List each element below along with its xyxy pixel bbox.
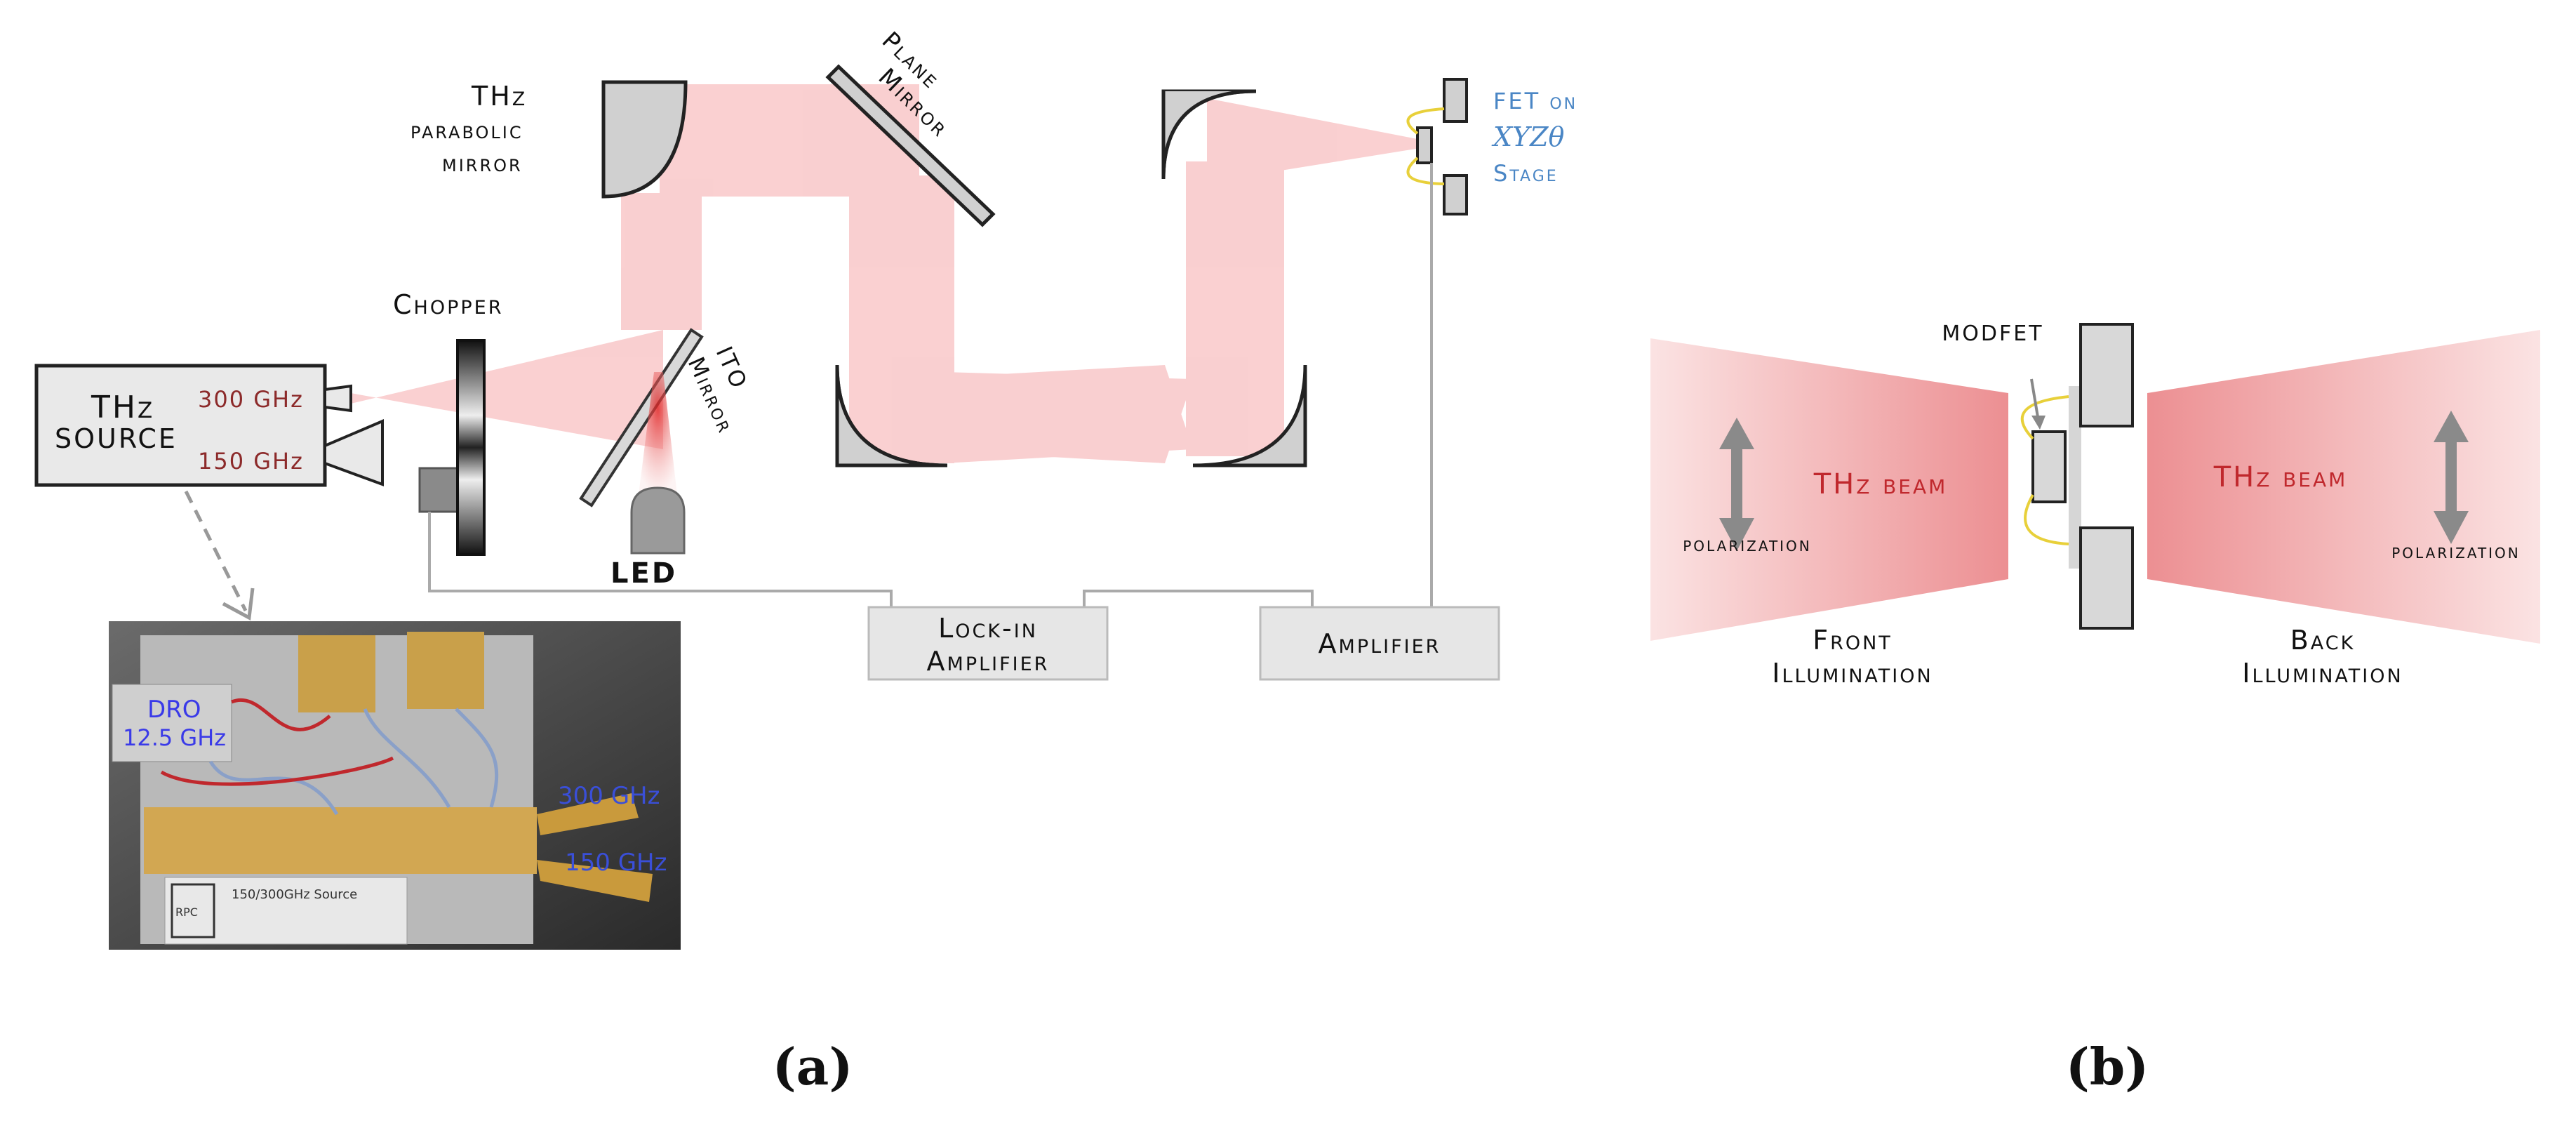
parabolic-mirror-top-left: THz parabolic mirror (411, 80, 688, 199)
horn-150 (323, 418, 384, 486)
fet-label-1: FET on (1493, 88, 1577, 114)
parabolic-label-1: THz (471, 81, 527, 112)
panel-a: THz SOURCE 300 GHz 150 GHz DRO 12.5 GHz … (34, 27, 1577, 1096)
beam-source-to-ito (351, 330, 663, 449)
lockin-label-1: Lock-in (938, 613, 1038, 644)
polarization-label-right: polarization (2391, 540, 2521, 563)
amplifier-label: Amplifier (1319, 628, 1441, 659)
parabolic-mirror-bottom-right (1192, 364, 1307, 467)
led-body (630, 486, 686, 555)
photo-pointer-arrow (184, 490, 255, 621)
back-pad-top (2079, 323, 2134, 427)
polarization-label-left: polarization (1683, 533, 1812, 556)
led-label: LED (610, 557, 677, 590)
photo-gold-block-1 (298, 635, 375, 712)
freq-300-label: 300 GHz (198, 386, 304, 413)
modfet-wire-bottom (2024, 494, 2069, 545)
beam-back (2147, 330, 2540, 644)
beam-label-front: THz beam (1813, 468, 1948, 500)
chopper-label: Chopper (393, 289, 503, 320)
photo-horn-300 (537, 793, 639, 835)
fet-stage-block-top (1443, 78, 1468, 123)
amplifier: Amplifier (1259, 606, 1500, 681)
photo-gold-multiplier (144, 807, 537, 874)
photo-300-label: 300 GHz (558, 782, 660, 810)
polarization-arrow-right (2434, 411, 2469, 544)
photo-dro-module (112, 684, 232, 762)
back-pad-bottom (2079, 526, 2134, 630)
fet-wire-bottom (1406, 157, 1445, 185)
photo-cables (160, 698, 499, 816)
photo-logo-box (171, 883, 215, 938)
photo-nameplate (164, 877, 408, 945)
fet-chip (1416, 126, 1433, 164)
beam-cross-2 (912, 372, 1193, 463)
freq-150-label: 150 GHz (198, 448, 304, 475)
beam-to-fet (1207, 98, 1424, 183)
parabolic-mirror-top-right (1161, 89, 1257, 180)
chopper: Chopper (393, 289, 503, 556)
photo-logo: RPC (175, 905, 198, 919)
source-sub: SOURCE (55, 423, 178, 454)
source-title: THz (91, 390, 154, 425)
modfet-chip (2031, 430, 2067, 503)
photo-plate-title: 150/300GHz Source (232, 887, 357, 902)
parabolic-label-3: mirror (442, 150, 523, 178)
front-illumination-2: Illumination (1772, 658, 1933, 689)
led: LED (610, 372, 686, 590)
lockin-label-2: Amplifier (927, 646, 1050, 677)
horn-300 (323, 384, 352, 413)
led-glow (639, 372, 677, 495)
modfet-pointer (2030, 378, 2046, 430)
fet-wire-top (1406, 107, 1445, 135)
fet-stage: FET on XYZθ Stage (1406, 78, 1577, 215)
caption-b: (b) (2066, 1037, 2149, 1096)
thz-source: THz SOURCE 300 GHz 150 GHz (34, 364, 384, 487)
back-illumination-1: Back (2290, 625, 2356, 656)
beam-ito-to-parabolic (621, 193, 702, 330)
lockin-amplifier: Lock-in Amplifier (867, 606, 1109, 681)
chopper-blade (456, 339, 486, 556)
signal-wiring (428, 163, 1433, 607)
photo-dro-freq: 12.5 GHz (123, 724, 226, 751)
back-illumination-2: Illumination (2242, 658, 2403, 689)
fet-stage-block-bottom (1443, 174, 1468, 215)
beam-parabolic-to-plane (660, 84, 919, 197)
modfet-wire-top (2020, 395, 2069, 440)
fet-label-2: XYZθ (1491, 121, 1565, 152)
photo-horn-150 (537, 860, 653, 902)
photo-gold-block-2 (407, 632, 484, 709)
source-hardware-photo: DRO 12.5 GHz 300 GHz 150 GHz RPC 150/300… (109, 621, 681, 950)
parabolic-label-2: parabolic (411, 117, 523, 145)
beam-front (1650, 338, 2008, 641)
panel-b: MODFET THz beam THz beam polarization po… (1650, 321, 2540, 1096)
photo-dro-label: DRO (147, 696, 201, 724)
fet-label-3: Stage (1493, 160, 1559, 187)
photo-150-label: 150 GHz (565, 849, 667, 877)
thz-beam-paths (351, 84, 1424, 463)
front-illumination-1: Front (1813, 625, 1893, 656)
polarization-arrow-left (1719, 418, 1754, 551)
substrate (2069, 386, 2081, 569)
beam-label-back: THz beam (2213, 461, 2348, 493)
modfet-label: MODFET (1942, 321, 2043, 346)
beam-right-up (1186, 161, 1284, 456)
parabolic-mirror-bottom-left (835, 364, 948, 467)
caption-a: (a) (773, 1037, 853, 1096)
